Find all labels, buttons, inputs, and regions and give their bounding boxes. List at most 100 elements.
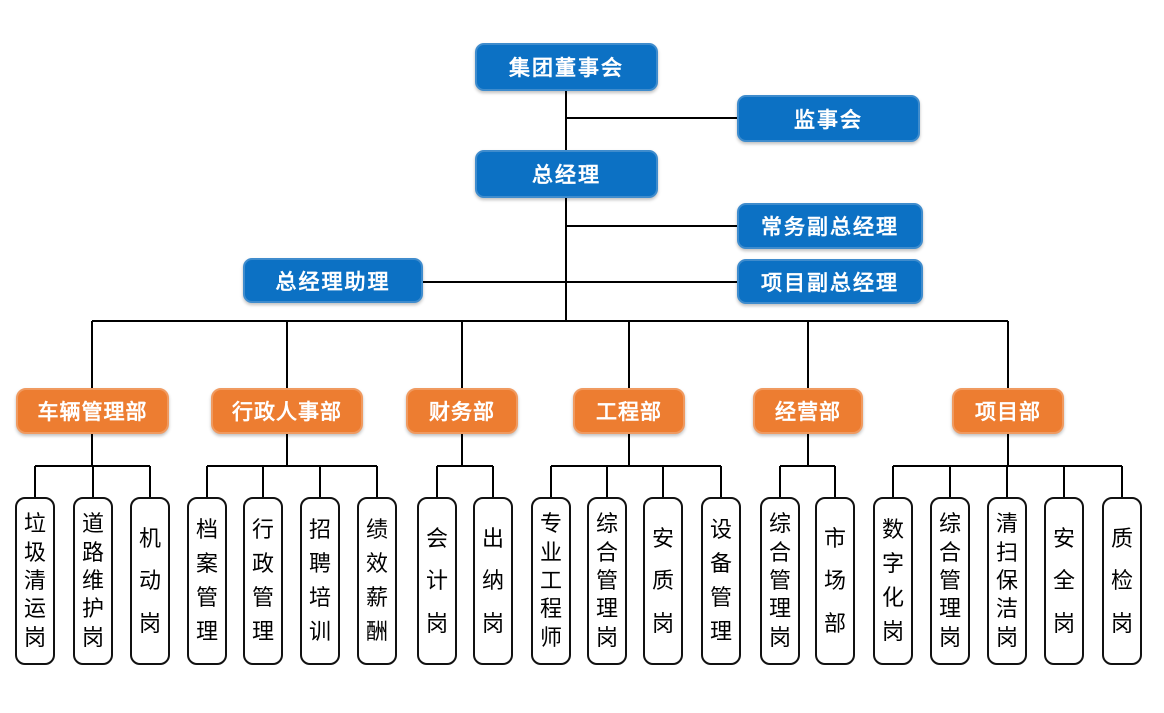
department-label: 项目部 [975,401,1041,424]
label-char: 管 [195,585,218,610]
position-box: 清扫保洁岗 [987,497,1027,665]
connector-line-v [92,466,94,497]
label-char: 管 [595,567,618,593]
label-char: 全 [1052,568,1075,593]
department-label: 车辆管理部 [37,401,148,424]
label-char: 岗 [1110,610,1133,636]
connector-line-v [834,466,836,497]
label-char: 综 [938,511,961,537]
connector-line-v [720,466,722,497]
connector-line-v [949,466,951,497]
connector-line-h [566,281,737,283]
label-char: 综 [768,511,791,537]
label-char: 化 [881,585,904,610]
department-label: 工程部 [596,401,662,424]
connector-line-v [91,434,93,466]
label-char: 业 [539,539,562,565]
position-box: 综合管理岗 [760,497,800,665]
label-char: 管 [709,585,732,610]
label-char: 部 [823,610,846,636]
label-char: 岗 [138,610,161,636]
connector-line-v [1007,321,1009,388]
supervisory-board-label: 监事会 [794,108,863,132]
label-char: 理 [195,619,218,644]
position-box: 市场部 [815,497,855,665]
board-label: 集团董事会 [509,57,624,80]
label-char: 岗 [995,624,1018,650]
connector-line-v [662,466,664,497]
label-char: 岗 [81,624,104,650]
label-char: 计 [425,568,448,593]
connector-line-h [780,465,835,467]
department-box: 车辆管理部 [16,388,169,434]
label-char: 质 [651,568,674,593]
label-char: 理 [768,596,791,622]
department-label: 经营部 [775,401,841,424]
label-char: 保 [995,567,1018,593]
gm-assistant-label: 总经理助理 [275,270,391,294]
connector-line-v [628,321,630,388]
label-char: 效 [365,551,388,576]
department-box: 财务部 [406,388,518,434]
position-box: 质检岗 [1102,497,1142,665]
connector-line-v [461,321,463,388]
executive-deputy-gm-label: 常务副总经理 [761,216,899,239]
label-char: 训 [308,619,331,644]
label-char: 档 [195,517,218,542]
connector-line-v [779,466,781,497]
position-box: 会计岗 [417,497,457,665]
connector-line-v [807,434,809,466]
position-box: 安质岗 [643,497,683,665]
connector-line-v [550,466,552,497]
label-char: 护 [81,596,104,622]
connector-line-h [437,465,493,467]
label-char: 岗 [881,619,904,644]
label-char: 维 [81,567,104,593]
connector-line-h [551,465,721,467]
label-char: 合 [768,539,791,565]
label-char: 圾 [23,539,46,565]
label-char: 市 [823,525,846,551]
label-char: 安 [1052,525,1075,551]
position-box: 档案管理 [187,497,227,665]
label-char: 管 [768,567,791,593]
department-label: 行政人事部 [232,401,342,424]
label-char: 程 [539,596,562,622]
label-char: 安 [651,525,674,551]
general-manager-label: 总经理 [532,164,601,187]
department-label: 财务部 [429,401,495,424]
label-char: 场 [823,568,846,593]
connector-line-v [461,434,463,466]
label-char: 工 [539,567,562,593]
executive-deputy-gm-box: 常务副总经理 [737,203,923,249]
label-char: 聘 [308,551,331,576]
connector-line-v [606,466,608,497]
department-box: 经营部 [753,388,863,434]
connector-line-v [807,321,809,388]
position-box: 专业工程师 [531,497,571,665]
label-char: 专 [539,511,562,537]
position-box: 数字化岗 [873,497,913,665]
label-char: 数 [881,517,904,542]
general-manager-box: 总经理 [475,150,658,198]
label-char: 理 [595,596,618,622]
connector-line-v [565,91,567,151]
label-char: 设 [709,517,732,542]
connector-line-v [376,466,378,497]
label-char: 机 [138,525,161,551]
label-char: 理 [709,619,732,644]
label-char: 备 [709,551,732,576]
label-char: 质 [1110,525,1133,551]
connector-line-v [262,466,264,497]
label-char: 会 [425,525,448,551]
supervisory-board-box: 监事会 [737,95,920,142]
position-box: 招聘培训 [300,497,340,665]
label-char: 垃 [23,511,46,537]
connector-line-v [319,466,321,497]
project-deputy-gm-label: 项目副总经理 [761,271,899,295]
position-box: 综合管理岗 [587,497,627,665]
label-char: 检 [1110,568,1133,593]
connector-line-v [492,466,494,497]
label-char: 路 [81,539,104,565]
label-char: 字 [881,551,904,576]
